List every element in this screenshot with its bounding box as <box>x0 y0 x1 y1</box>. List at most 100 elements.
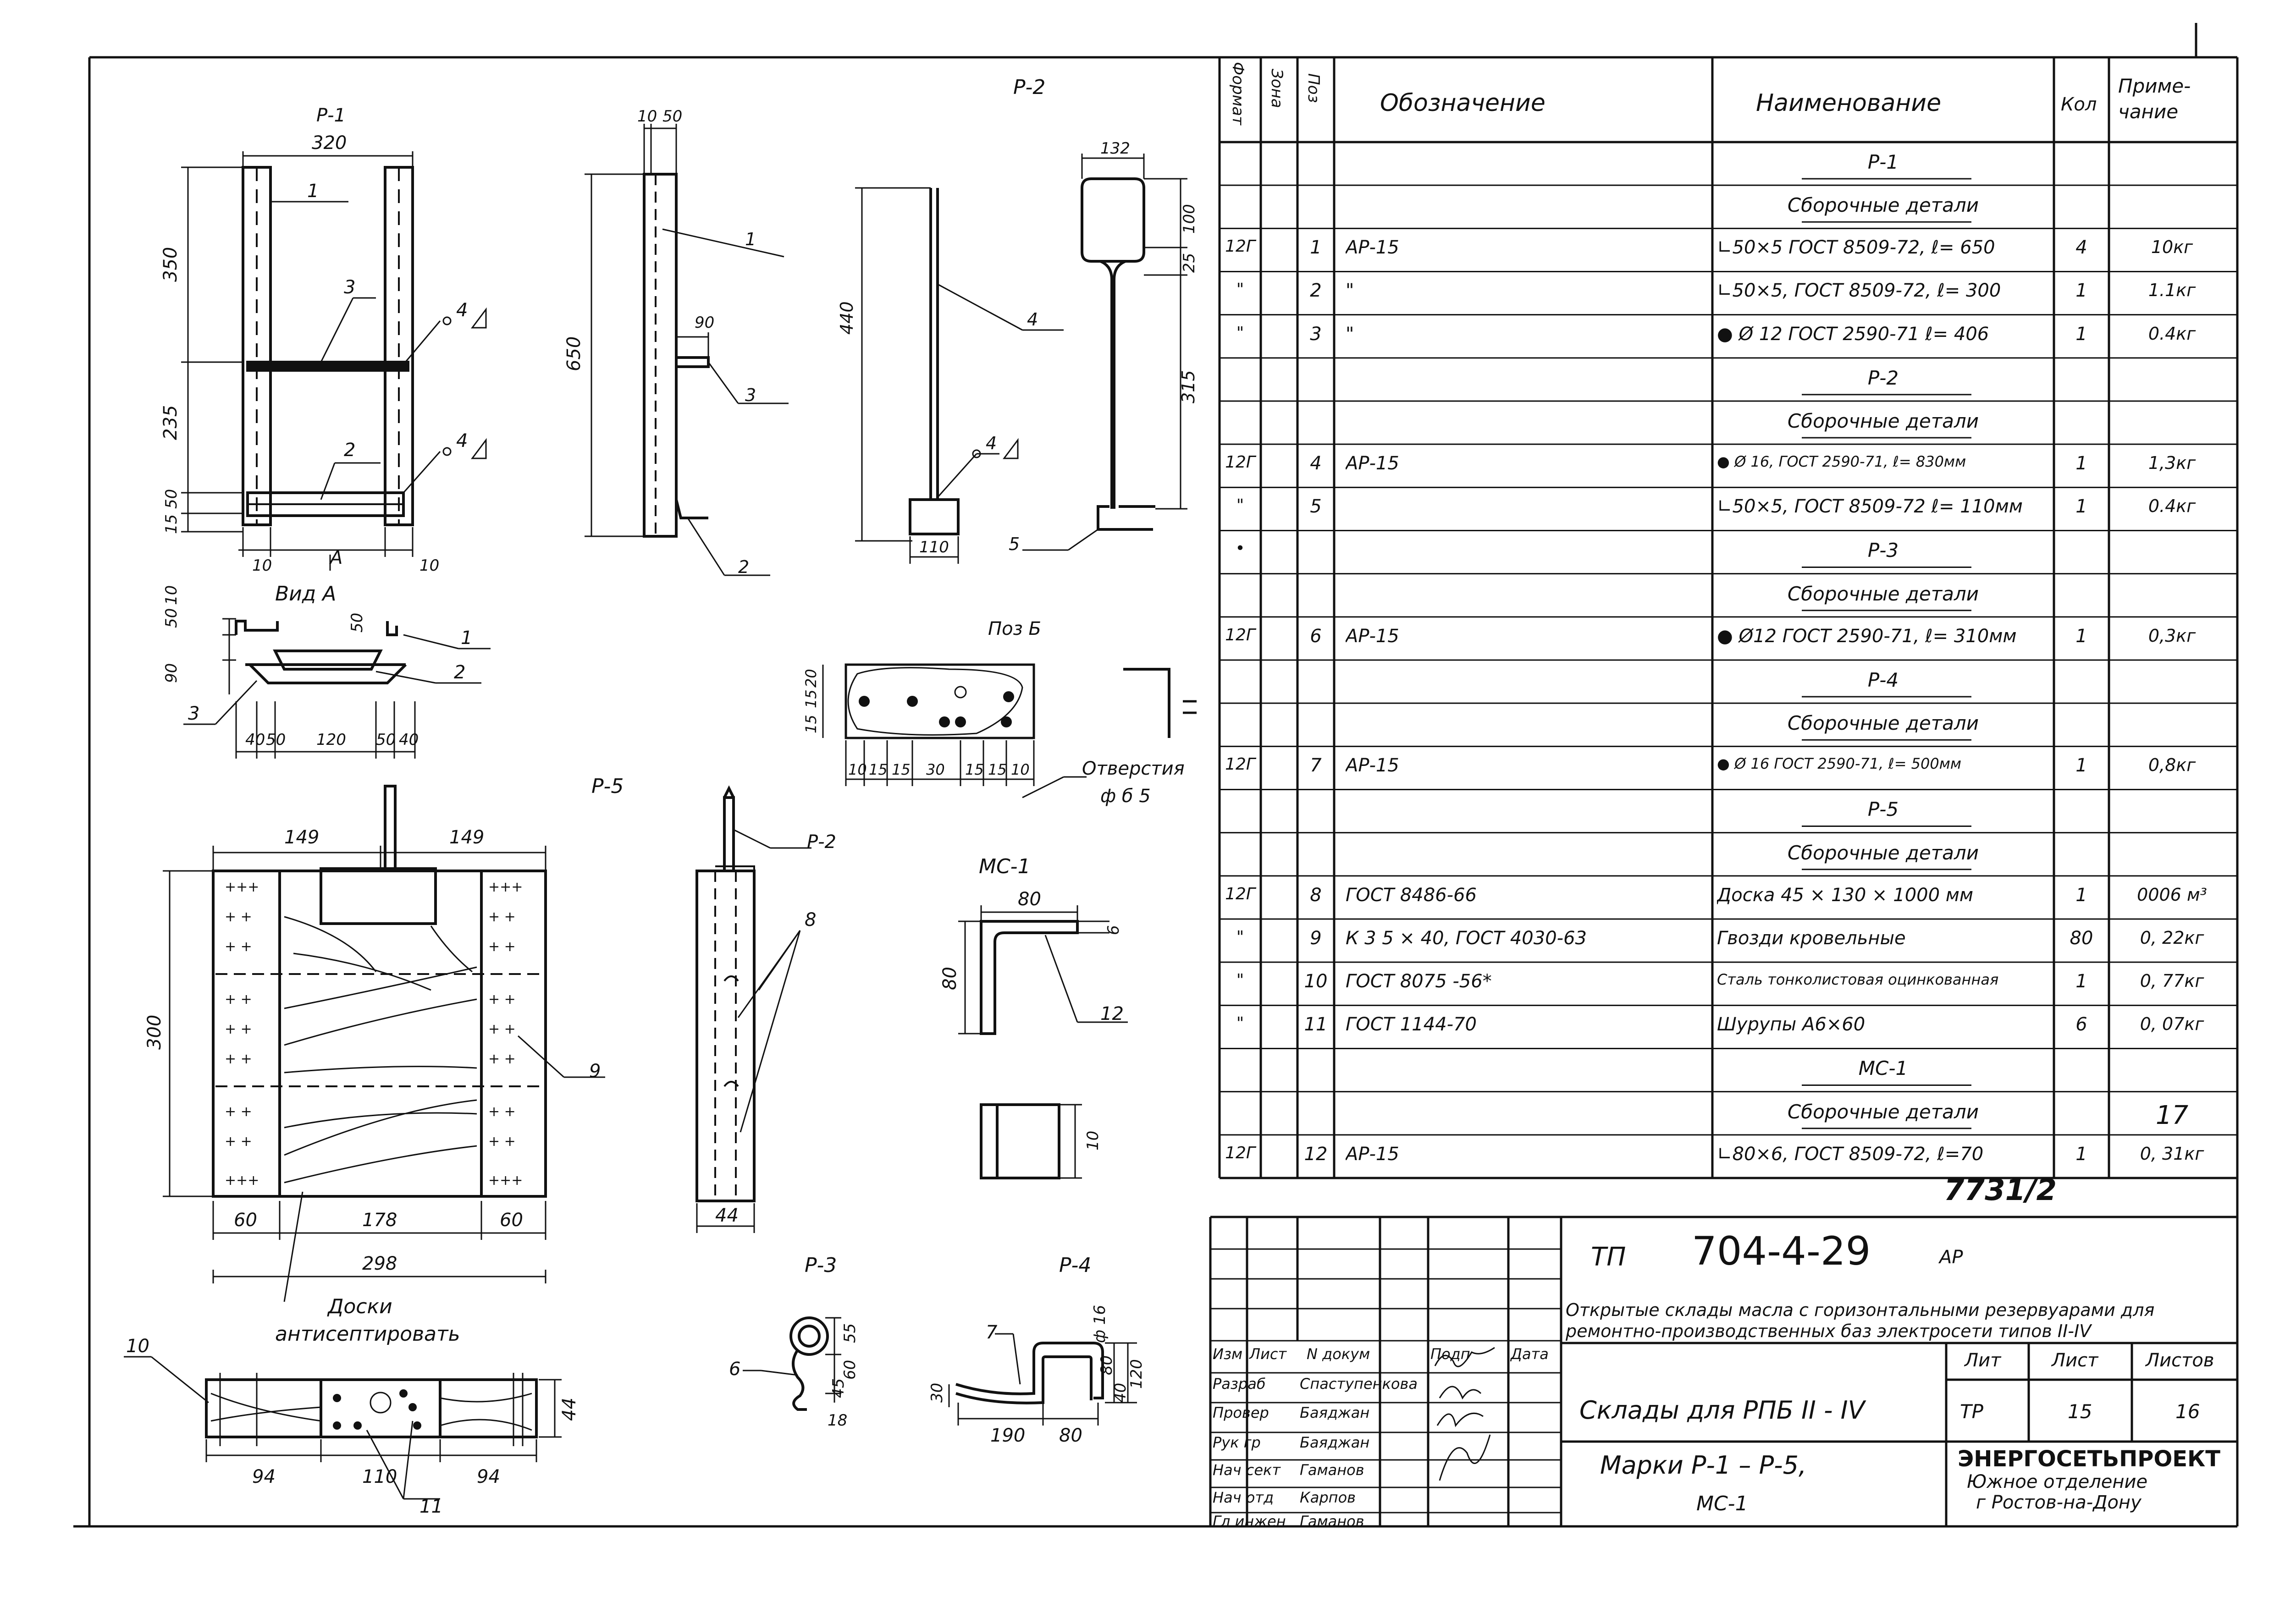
header-qty: Кол <box>2061 94 2097 115</box>
spec-note: 17 <box>2155 1100 2189 1130</box>
spec-designation: АР-15 <box>1346 625 1399 647</box>
p4-title: Р-4 <box>1059 1254 1091 1277</box>
spec-note: 0,8кг <box>2148 755 2196 776</box>
p5-note2: антисептировать <box>275 1322 460 1346</box>
p1s-callout-2: 2 <box>738 557 749 577</box>
spec-qty: 1 <box>2075 971 2087 992</box>
va-dim-10: 10 <box>162 585 181 605</box>
spec-note: 0, 77кг <box>2140 971 2204 991</box>
tb-signer-name: Спаступенкова <box>1300 1375 1418 1393</box>
spec-format: 12Г <box>1225 1143 1255 1162</box>
svg-text:+++: +++ <box>225 879 259 895</box>
va-dim-h3: 120 <box>316 731 346 749</box>
view-a-label: Вид А <box>275 582 336 606</box>
p1-dim-h4: 15 <box>162 514 181 534</box>
p1-dim-h1: 350 <box>160 247 181 282</box>
tb-sheets: 16 <box>2175 1400 2200 1423</box>
svg-text:+ +: + + <box>488 1104 516 1120</box>
p2-dim-100: 100 <box>1180 204 1198 234</box>
p2-dim-25: 25 <box>1180 253 1198 273</box>
p4-dim-40: 40 <box>1111 1383 1130 1403</box>
spec-pos: 9 <box>1310 927 1322 949</box>
va-dim-50: 50 <box>162 608 181 628</box>
spec-name: ∟50×5, ГОСТ 8509-72 ℓ= 110мм <box>1717 496 2023 517</box>
spec-note: 1,3кг <box>2148 453 2196 473</box>
tb-suffix: АР <box>1939 1247 1963 1268</box>
p1-callout-2: 2 <box>344 440 355 461</box>
p3-callout-6: 6 <box>729 1359 740 1380</box>
mc1-dim-10: 10 <box>1084 1131 1102 1151</box>
spec-format: 12Г <box>1225 237 1255 256</box>
spec-name: ● Ø12 ГОСТ 2590-71, ℓ= 310мм <box>1717 625 2017 647</box>
spec-section-title: Р-2 <box>1867 366 1899 389</box>
p5-title: Р-5 <box>591 775 624 798</box>
spec-section-title: Сборочные детали <box>1787 712 1979 734</box>
p4-dim-30: 30 <box>928 1383 946 1403</box>
tb-stage: ТР <box>1960 1400 1983 1423</box>
svg-text:+++: +++ <box>488 879 523 895</box>
va-dim-h2: 50 <box>266 731 286 749</box>
header-name: Наименование <box>1756 89 1942 117</box>
spec-qty: 1 <box>2075 884 2087 906</box>
spec-format: " <box>1236 496 1244 515</box>
spec-format: " <box>1236 323 1244 342</box>
spec-pos: 12 <box>1304 1143 1328 1165</box>
p2-dim-132: 132 <box>1100 139 1130 158</box>
spec-note: 0, 07кг <box>2140 1014 2204 1035</box>
pozb-dim-v1: 20 <box>802 669 820 688</box>
p5-callout-p2: Р-2 <box>807 831 836 853</box>
spec-format: 12Г <box>1225 755 1255 774</box>
p1-callout-4a: 4 <box>456 300 468 321</box>
svg-text:+++: +++ <box>488 1173 523 1189</box>
mc1-dim-80a: 80 <box>1018 889 1041 910</box>
mc1-callout-12: 12 <box>1100 1003 1124 1024</box>
sec-callout-10: 10 <box>126 1336 149 1357</box>
p5-dim-total: 298 <box>362 1253 397 1274</box>
spec-designation: АР-15 <box>1346 237 1399 259</box>
pozb-dim-h2: 15 <box>869 761 888 778</box>
pozb-dim-h3: 15 <box>892 761 911 778</box>
va-dim-50b: 50 <box>348 613 366 633</box>
tb-signer-role: Нач сект <box>1213 1461 1280 1479</box>
tb-signer-name: Баяджан <box>1300 1404 1370 1421</box>
tb-sheets-label: Листов <box>2146 1350 2214 1371</box>
va-dim-h1: 40 <box>245 731 265 749</box>
p2-title: Р-2 <box>1013 76 1045 99</box>
spec-section-title: Р-5 <box>1867 798 1899 821</box>
mc1-dim-80b: 80 <box>939 967 960 990</box>
spec-name: Сталь тонколистовая оцинкованная <box>1717 971 1999 988</box>
tb-signer-role: Разраб <box>1213 1375 1266 1393</box>
svg-text:+ +: + + <box>488 1134 516 1150</box>
spec-format: • <box>1235 539 1245 558</box>
pozb-dim-v3: 15 <box>802 715 820 733</box>
tb-signer-role: Провер <box>1213 1404 1269 1421</box>
spec-section-title: Р-1 <box>1867 150 1899 173</box>
spec-qty: 1 <box>2075 323 2087 345</box>
p1-dim-l: 10 <box>252 556 272 575</box>
pozb-dim-v2: 15 <box>802 689 820 708</box>
p4-dim-190: 190 <box>990 1425 1025 1446</box>
spec-section-title: Сборочные детали <box>1787 409 1979 432</box>
svg-text:+ +: + + <box>488 991 516 1007</box>
p5-callout-9: 9 <box>589 1061 601 1082</box>
spec-qty: 1 <box>2075 453 2087 474</box>
svg-text:+++: +++ <box>225 1173 259 1189</box>
spec-name: Доска 45 × 130 × 1000 мм <box>1717 884 1974 906</box>
p5-side-dim: 44 <box>715 1205 739 1226</box>
spec-note: 1.1кг <box>2148 280 2196 301</box>
p5-dim-b3: 60 <box>500 1210 523 1231</box>
spec-pos: 1 <box>1310 237 1322 259</box>
spec-pos: 2 <box>1310 280 1322 302</box>
svg-text:+ +: + + <box>225 1134 252 1150</box>
stamp-number: 7731/2 <box>1944 1173 2057 1207</box>
p1-callout-4b: 4 <box>456 430 468 451</box>
spec-qty: 1 <box>2075 496 2087 517</box>
tb-col-header: N докум <box>1307 1345 1370 1363</box>
svg-text:+ +: + + <box>225 991 252 1007</box>
p2-callout-4b: 4 <box>986 433 997 453</box>
header-designation: Обозначение <box>1380 89 1545 117</box>
tb-org: ЭНЕРГОСЕТЬПРОЕКТ <box>1958 1446 2221 1472</box>
va-dim-h4: 50 <box>376 731 396 749</box>
tb-signer-name: Гаманов <box>1300 1461 1364 1479</box>
